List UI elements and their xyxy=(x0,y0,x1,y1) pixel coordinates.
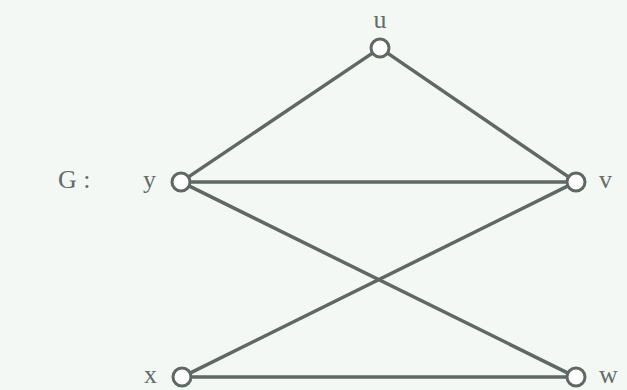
vertex-label: v xyxy=(599,167,612,193)
vertex-circle xyxy=(170,171,192,193)
graph-edge xyxy=(191,180,566,184)
vertex-label: x xyxy=(144,362,157,388)
vertex-label: w xyxy=(599,362,618,388)
graph-vertex: y xyxy=(170,171,192,193)
vertex-circle xyxy=(369,37,391,59)
graph-edge xyxy=(388,54,567,177)
graph-vertex: w xyxy=(565,366,587,388)
vertex-circle xyxy=(171,366,193,388)
graph-edge xyxy=(190,186,567,372)
graph-edge xyxy=(192,375,566,379)
vertex-circle xyxy=(565,366,587,388)
graph-vertex: v xyxy=(565,171,587,193)
vertex-label: y xyxy=(143,167,156,193)
vertex-label: u xyxy=(374,7,387,33)
graph-edge xyxy=(189,54,371,177)
graph-vertex: x xyxy=(171,366,193,388)
vertex-circle xyxy=(565,171,587,193)
graph-edge xyxy=(191,186,567,372)
graph-vertex: u xyxy=(369,37,391,59)
graph-name: G : xyxy=(58,167,91,193)
